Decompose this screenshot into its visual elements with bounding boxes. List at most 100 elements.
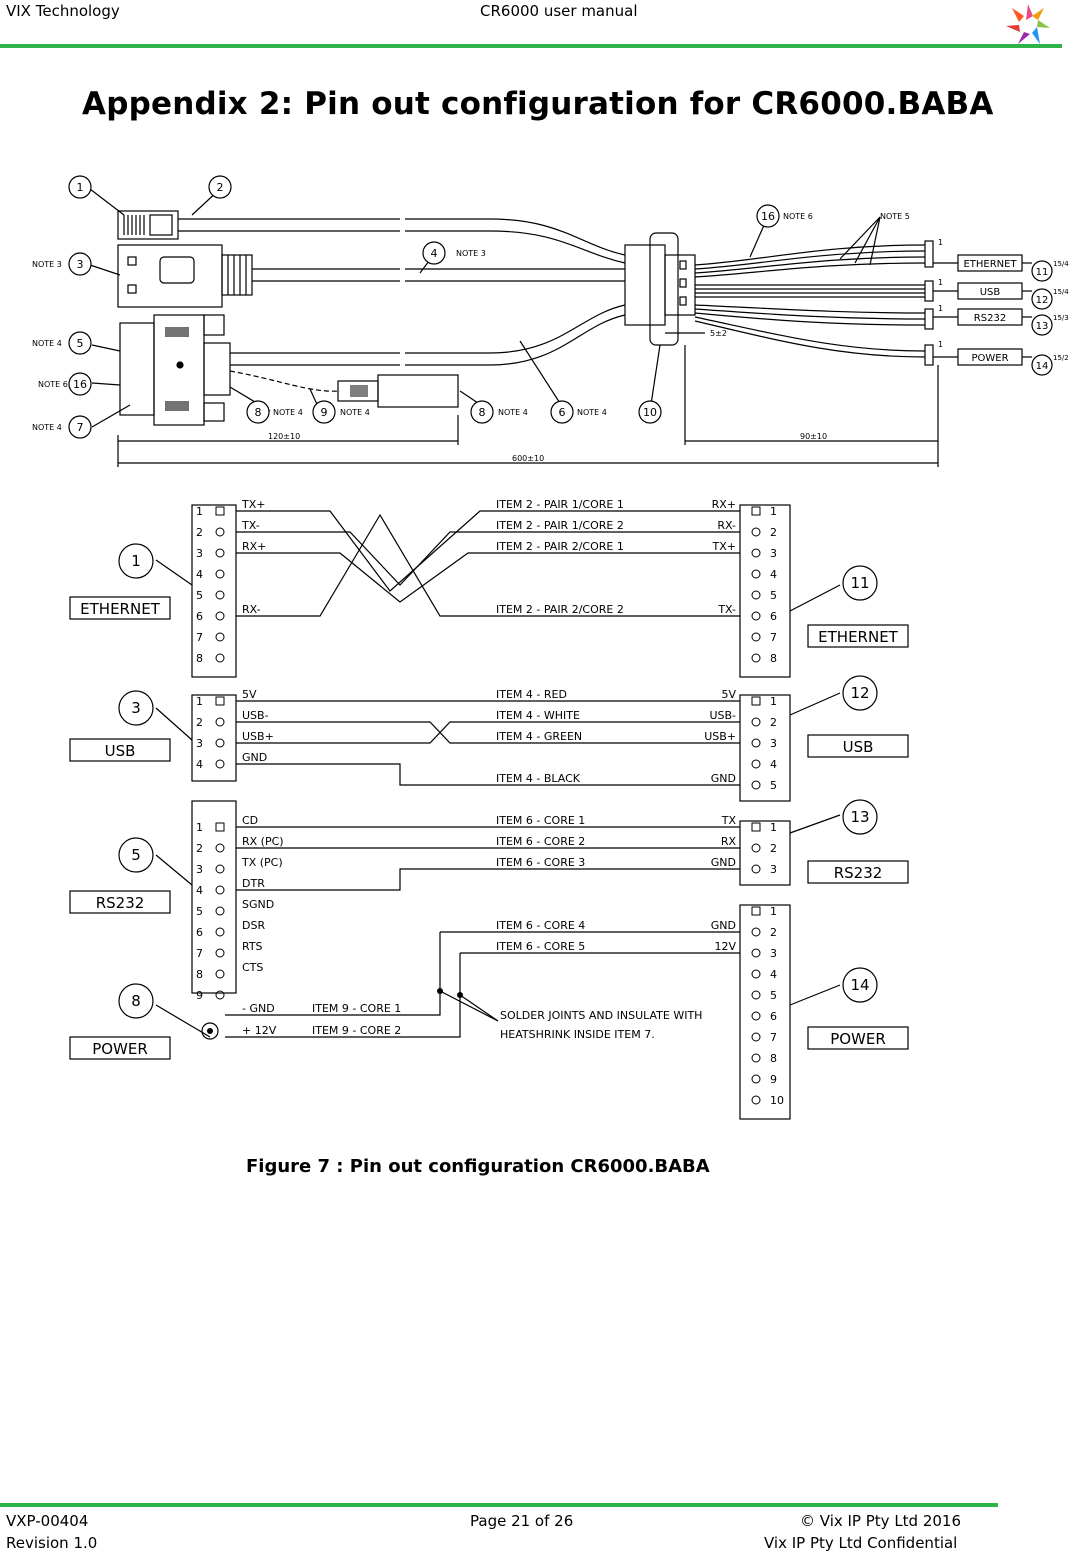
ratio-power: 15/2 xyxy=(1053,354,1069,362)
eth-item-label: ITEM 2 - PAIR 1/CORE 2 xyxy=(496,519,624,532)
power-right-pin xyxy=(751,906,761,916)
power-right-pin-number: 1 xyxy=(770,905,777,918)
ratio-rs232: 15/3 xyxy=(1053,314,1069,322)
schem-label-power-left: POWER xyxy=(92,1040,148,1058)
power-item-label: ITEM 6 - CORE 5 xyxy=(496,940,585,953)
usb-right-pin-number: 4 xyxy=(770,758,777,771)
rs232-left-pin-number: 3 xyxy=(196,863,203,876)
rs232-right-pin-number: 2 xyxy=(770,842,777,855)
rs232-left-pin xyxy=(215,990,225,1000)
power-right-pin xyxy=(751,1095,761,1105)
ratio-usb: 15/4 xyxy=(1053,288,1069,296)
balloon-16: 16 xyxy=(73,378,87,391)
top-label-usb: USB xyxy=(980,287,1001,298)
eth-right-pin-number: 3 xyxy=(770,547,777,560)
rs232-left-pin-number: 2 xyxy=(196,842,203,855)
balloon-4: 4 xyxy=(431,247,438,260)
eth-left-pin xyxy=(215,653,225,663)
eth-right-signal: RX- xyxy=(717,519,736,532)
rs232-item-label: ITEM 6 - CORE 3 xyxy=(496,856,585,869)
footer-revision: Revision 1.0 xyxy=(6,1534,98,1552)
usb-left-pin xyxy=(215,696,225,706)
eth-left-pin xyxy=(215,590,225,600)
eth-right-pin-number: 4 xyxy=(770,568,777,581)
power-right-pin-number: 9 xyxy=(770,1073,777,1086)
usb-left-pin-number: 1 xyxy=(196,695,203,708)
schem-balloon-14: 14 xyxy=(850,976,869,994)
power-right-pin xyxy=(751,948,761,958)
rs232-left-pin-number: 7 xyxy=(196,947,203,960)
top-label-power: POWER xyxy=(971,353,1008,364)
schem-balloon-13: 13 xyxy=(850,808,869,826)
eth-right-pin xyxy=(751,569,761,579)
eth-right-pin-number: 2 xyxy=(770,526,777,539)
pinout-figure: 1 2 3 4 5 16 7 8 9 8 6 10 16 11 12 13 14… xyxy=(32,175,1069,1120)
eth-right-pin xyxy=(751,653,761,663)
balloon-7: 7 xyxy=(77,421,84,434)
eth-item-label: ITEM 2 - PAIR 2/CORE 2 xyxy=(496,603,624,616)
rs232-left-pin xyxy=(215,927,225,937)
usb-right-signal: USB- xyxy=(709,709,736,722)
schem-balloon-11: 11 xyxy=(850,574,869,592)
eth-right-pin xyxy=(751,548,761,558)
rs232-left-pin xyxy=(215,948,225,958)
rs232-left-signal: SGND xyxy=(242,898,274,911)
pin1-a: 1 xyxy=(938,238,943,247)
rs232-left-signal: CD xyxy=(242,814,258,827)
pin1-b: 1 xyxy=(938,278,943,287)
power-right-pin-number: 8 xyxy=(770,1052,777,1065)
eth-left-pin xyxy=(215,611,225,621)
power-right-pin-number: 6 xyxy=(770,1010,777,1023)
usb-item-label: ITEM 4 - GREEN xyxy=(496,730,582,743)
eth-right-pin xyxy=(751,611,761,621)
rs232-left-pin-number: 1 xyxy=(196,821,203,834)
pin1-c: 1 xyxy=(938,304,943,313)
balloon-11: 11 xyxy=(1036,267,1049,278)
eth-right-pin-number: 5 xyxy=(770,589,777,602)
usb-left-signal: 5V xyxy=(242,688,257,701)
balloon-8a: 8 xyxy=(255,406,262,419)
company-name: VIX Technology xyxy=(6,2,120,20)
rs232-right-pin xyxy=(751,822,761,832)
eth-right-pin xyxy=(751,506,761,516)
vix-logo-icon xyxy=(1006,4,1050,44)
usb-right-pin xyxy=(751,759,761,769)
rs232-right-signal: RX xyxy=(721,835,737,848)
rs232-right-signal: TX xyxy=(721,814,737,827)
rs232-left-pin xyxy=(215,885,225,895)
power-right-pin xyxy=(751,1074,761,1084)
eth-left-pin-number: 1 xyxy=(196,505,203,518)
eth-right-pin xyxy=(751,527,761,537)
power-right-pin xyxy=(751,927,761,937)
note6-label: NOTE 6 xyxy=(38,380,68,389)
eth-left-pin xyxy=(215,569,225,579)
power-left-signal: - GND xyxy=(242,1002,275,1015)
balloon-10: 10 xyxy=(643,406,657,419)
eth-left-signal: TX- xyxy=(241,519,260,532)
power-left-item: ITEM 9 - CORE 1 xyxy=(312,1002,401,1015)
power-right-pin xyxy=(751,1032,761,1042)
rs232-right-pin-number: 3 xyxy=(770,863,777,876)
balloon-1: 1 xyxy=(77,181,84,194)
dim-5: 5±2 xyxy=(710,329,727,338)
schem-label-usb-right: USB xyxy=(843,738,874,756)
balloon-6: 6 xyxy=(559,406,566,419)
footer-doc-id: VXP-00404 xyxy=(6,1512,89,1530)
eth-right-pin xyxy=(751,632,761,642)
figure-caption: Figure 7 : Pin out configuration CR6000.… xyxy=(246,1156,710,1177)
schem-balloon-12: 12 xyxy=(850,684,869,702)
usb-item-label: ITEM 4 - WHITE xyxy=(496,709,580,722)
usb-right-pin xyxy=(751,738,761,748)
rs232-left-signal: TX (PC) xyxy=(241,856,283,869)
balloon-12: 12 xyxy=(1036,295,1049,306)
header-rule xyxy=(0,44,1062,48)
power-left-signal: + 12V xyxy=(242,1024,277,1037)
balloon-16b: 16 xyxy=(761,210,775,223)
eth-right-pin-number: 1 xyxy=(770,505,777,518)
page-header: VIX Technology CR6000 user manual xyxy=(0,0,1076,52)
power-right-pin-number: 3 xyxy=(770,947,777,960)
schem-label-rs232-right: RS232 xyxy=(834,864,883,882)
rs232-right-pin xyxy=(751,843,761,853)
eth-left-signal: RX- xyxy=(242,603,261,616)
power-right-pin-number: 5 xyxy=(770,989,777,1002)
